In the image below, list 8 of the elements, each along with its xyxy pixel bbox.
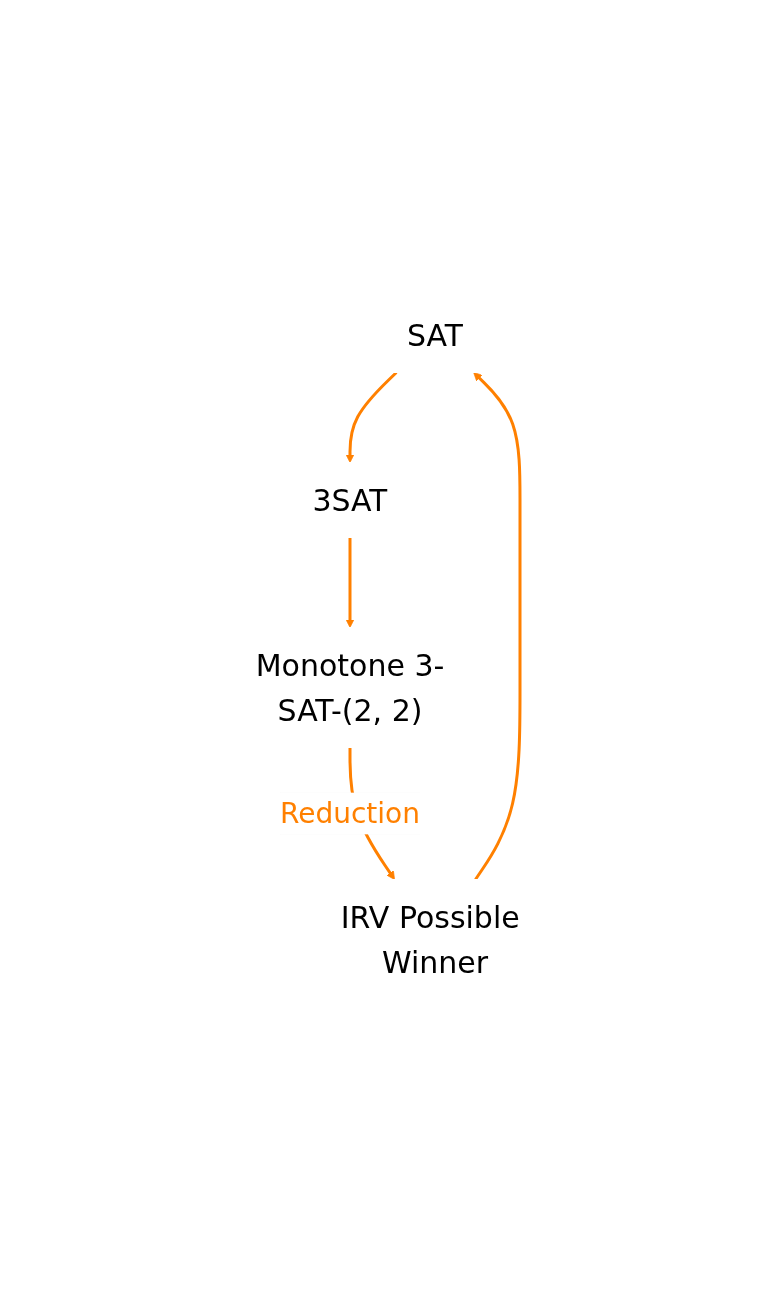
- edge-label: Reduction: [279, 796, 420, 830]
- node-text: IRV Possible Winner: [340, 899, 520, 980]
- node-text: SAT: [406, 317, 463, 353]
- node-text: 3SAT: [311, 482, 388, 518]
- node-text: Monotone 3-SAT-(2, 2): [255, 647, 444, 728]
- arrow: [345, 371, 397, 463]
- arrow: [472, 372, 521, 881]
- arrow: [345, 537, 354, 628]
